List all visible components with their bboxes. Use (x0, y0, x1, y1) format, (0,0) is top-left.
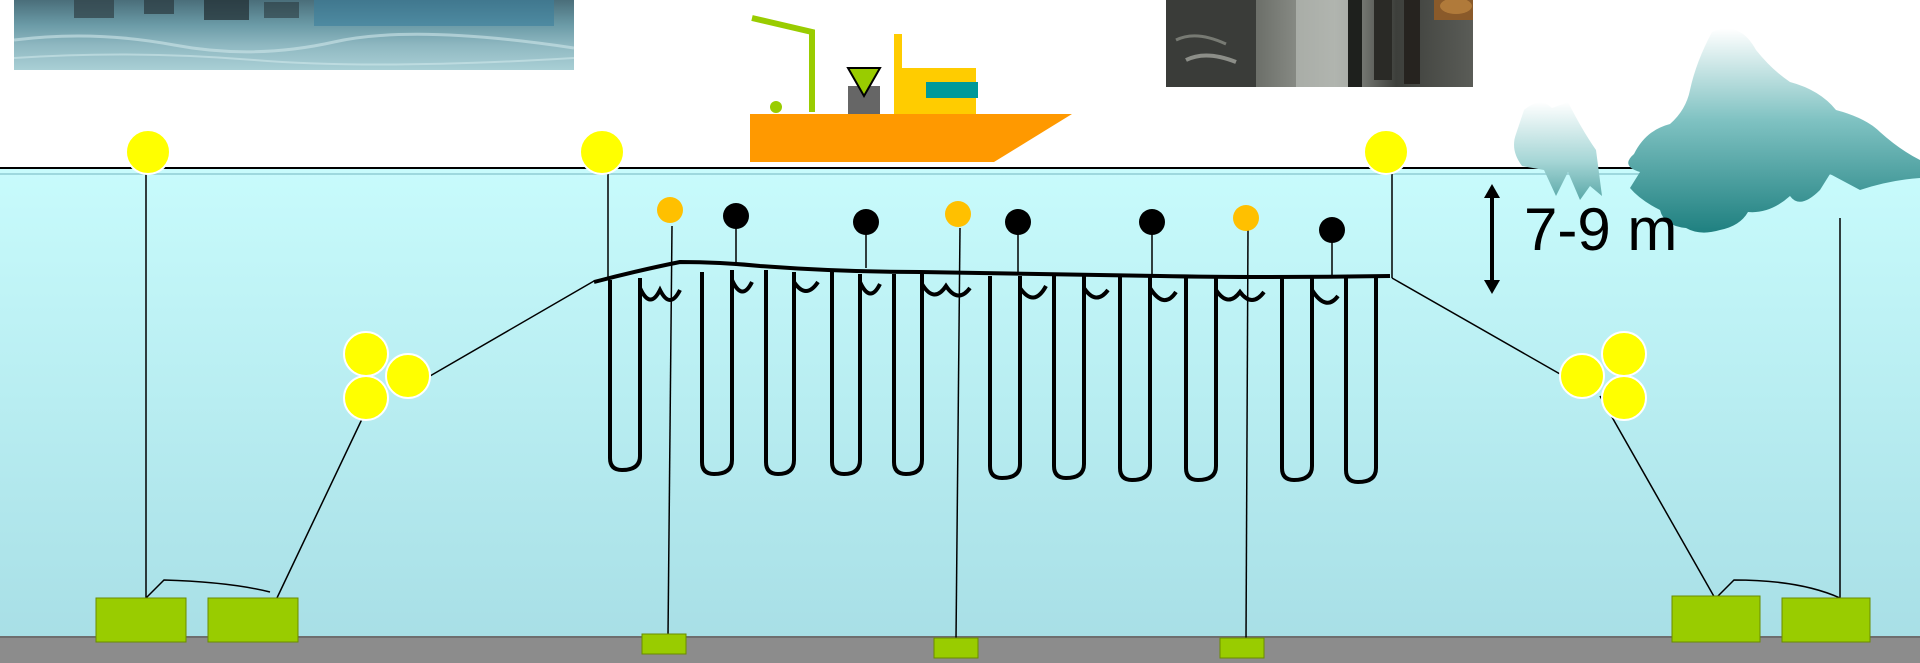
mussel-rope-photo-detail (1166, 0, 1473, 87)
black-buoy-2 (853, 209, 879, 235)
orange-buoy-1 (657, 197, 683, 223)
boat-winch-marker (846, 67, 882, 99)
anchor-block-3 (1671, 595, 1761, 643)
boat-window (926, 82, 978, 98)
harvest-photo (14, 0, 574, 70)
left-mooring (95, 129, 625, 643)
depth-label: 7-9 m (1524, 196, 1678, 263)
boat-crane-hook (770, 101, 782, 113)
mid-anchor-2 (933, 637, 979, 659)
mid-anchor-1 (641, 633, 687, 655)
tension-float-2 (343, 375, 389, 421)
tension-float-1 (343, 331, 389, 377)
tension-float-5 (1601, 375, 1647, 421)
mussel-rope-photo (1166, 0, 1473, 87)
depth-arrow (1484, 184, 1500, 294)
tension-float-3 (385, 353, 431, 399)
backbone-buoys (657, 197, 1345, 276)
service-boat-icon (750, 15, 1072, 162)
boat-crane (751, 15, 815, 112)
anchor-block-4 (1781, 597, 1871, 643)
tension-float-4 (1601, 331, 1647, 377)
harvest-photo-detail (14, 0, 574, 66)
anchor-block-1 (95, 597, 187, 643)
mid-anchor-3 (1219, 637, 1265, 659)
black-buoy-4 (1139, 209, 1165, 235)
surface-buoy-1 (125, 129, 171, 175)
black-buoy-1 (723, 203, 749, 229)
tension-float-6 (1559, 353, 1605, 399)
right-mooring (1363, 129, 1871, 643)
anchor-block-2 (207, 597, 299, 643)
orange-buoy-2 (945, 201, 971, 227)
boat-hull (750, 114, 1072, 162)
surface-buoy-3 (1363, 129, 1409, 175)
black-buoy-3 (1005, 209, 1031, 235)
orange-buoy-3 (1233, 205, 1259, 231)
surface-buoy-2 (579, 129, 625, 175)
sea-ice-icon (1514, 28, 1920, 233)
black-buoy-5 (1319, 217, 1345, 243)
mussel-droppers (608, 270, 1378, 485)
backbone-longline (593, 259, 1391, 284)
